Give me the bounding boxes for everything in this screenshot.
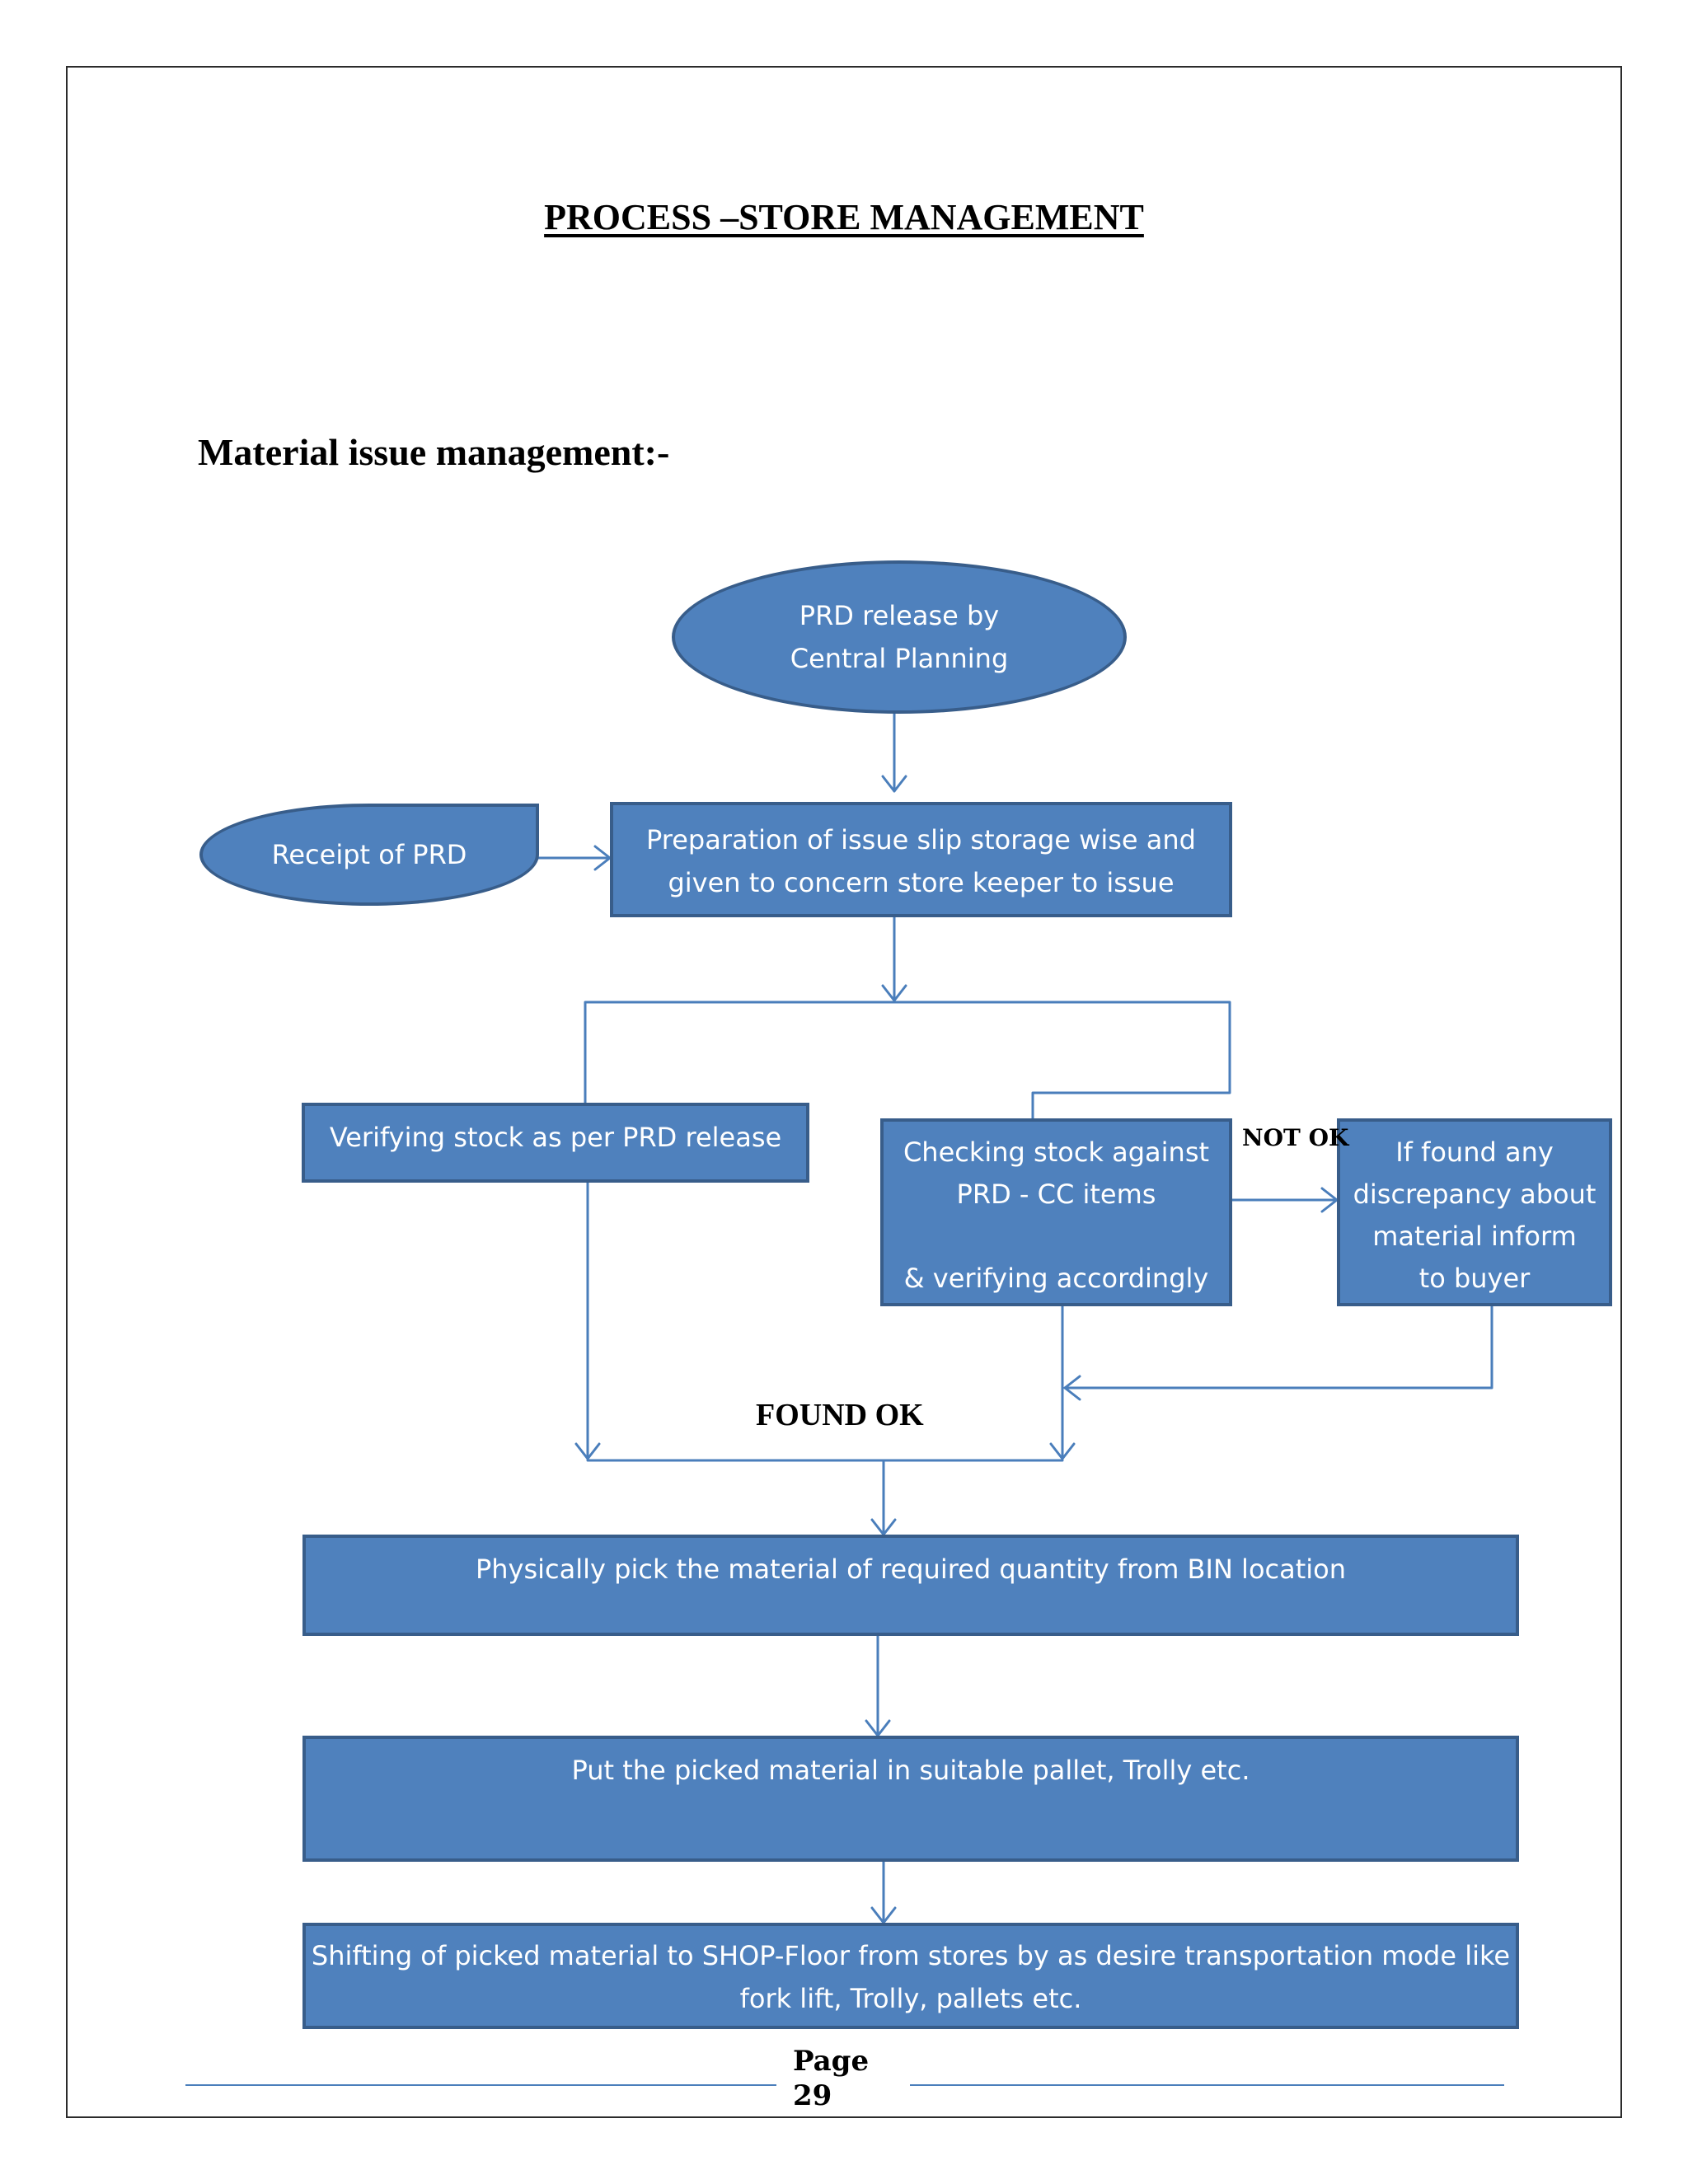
page-title-text: PROCESS –STORE MANAGEMENT bbox=[544, 197, 1144, 237]
page-label: Page bbox=[793, 2045, 870, 2078]
page-title: PROCESS –STORE MANAGEMENT bbox=[0, 196, 1688, 238]
page-border bbox=[66, 66, 1622, 2118]
arrowhead-check-down bbox=[1049, 1442, 1076, 1460]
node-verify-stock: Verifying stock as per PRD release bbox=[302, 1103, 809, 1183]
node-pick-material: Physically pick the material of required… bbox=[302, 1535, 1519, 1636]
arrowhead-discrepancy-return bbox=[1063, 1375, 1081, 1401]
node-discrepancy: If found any discrepancy about material … bbox=[1337, 1118, 1612, 1306]
connector-branch-bar bbox=[584, 1001, 1231, 1120]
node-shift-material: Shifting of picked material to SHOP-Floo… bbox=[302, 1923, 1519, 2029]
section-heading: Material issue management:- bbox=[198, 431, 670, 473]
node-receipt-prd: Receipt of PRD bbox=[199, 804, 539, 906]
arrowhead-verify-down bbox=[574, 1442, 601, 1460]
arrowhead-prep-down bbox=[881, 984, 907, 1002]
label-not-ok: NOT OK bbox=[1242, 1124, 1349, 1151]
page-number: Page 29 bbox=[793, 2044, 892, 2113]
page-number-value: 29 bbox=[793, 2079, 832, 2112]
node-check-stock: Checking stock against PRD - CC items & … bbox=[880, 1118, 1232, 1306]
node-prep-issue-slip: Preparation of issue slip storage wise a… bbox=[610, 802, 1232, 917]
node-put-material: Put the picked material in suitable pall… bbox=[302, 1736, 1519, 1862]
node-prd-release: PRD release by Central Planning bbox=[672, 560, 1127, 714]
arrowhead-release-to-prep bbox=[881, 775, 907, 793]
connector-discrepancy-return bbox=[1063, 1305, 1493, 1390]
label-found-ok: FOUND OK bbox=[756, 1398, 924, 1432]
